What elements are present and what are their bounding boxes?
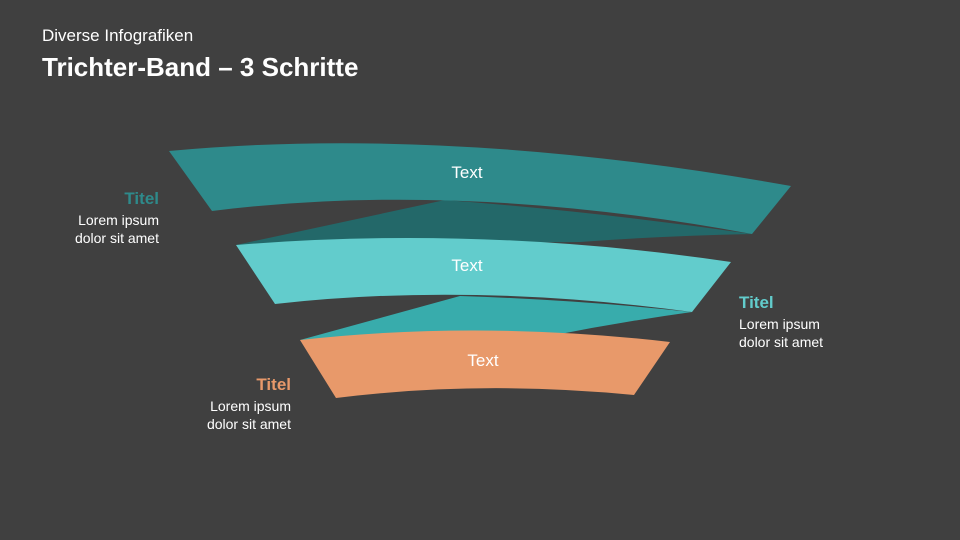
callout-2: Titel Lorem ipsum dolor sit amet	[739, 294, 823, 351]
callout-1-line1: Lorem ipsum	[78, 212, 159, 228]
callout-3-line1: Lorem ipsum	[210, 398, 291, 414]
callout-3-line2: dolor sit amet	[206, 416, 291, 432]
funnel-band-1-label: Text	[451, 163, 482, 182]
slide-title: Trichter-Band – 3 Schritte	[42, 52, 359, 82]
slide-subtitle: Diverse Infografiken	[42, 26, 194, 45]
callout-2-title: Titel	[739, 293, 774, 312]
callout-2-line2: dolor sit amet	[739, 334, 824, 350]
callout-1-line2: dolor sit amet	[74, 230, 159, 246]
funnel-band-2-label: Text	[451, 256, 482, 275]
connector-2	[300, 296, 692, 340]
callout-1: Titel Lorem ipsum dolor sit amet	[75, 190, 159, 247]
callout-3-title: Titel	[256, 375, 291, 394]
funnel-band-3-label: Text	[467, 351, 498, 370]
funnel-band-2	[236, 237, 731, 312]
callout-1-title: Titel	[124, 189, 159, 208]
callout-3: Titel Lorem ipsum dolor sit amet	[207, 376, 291, 433]
callout-2-line1: Lorem ipsum	[739, 316, 820, 332]
connector-1	[236, 200, 752, 245]
funnel-band-1	[169, 143, 791, 234]
funnel-band-3	[300, 330, 670, 398]
